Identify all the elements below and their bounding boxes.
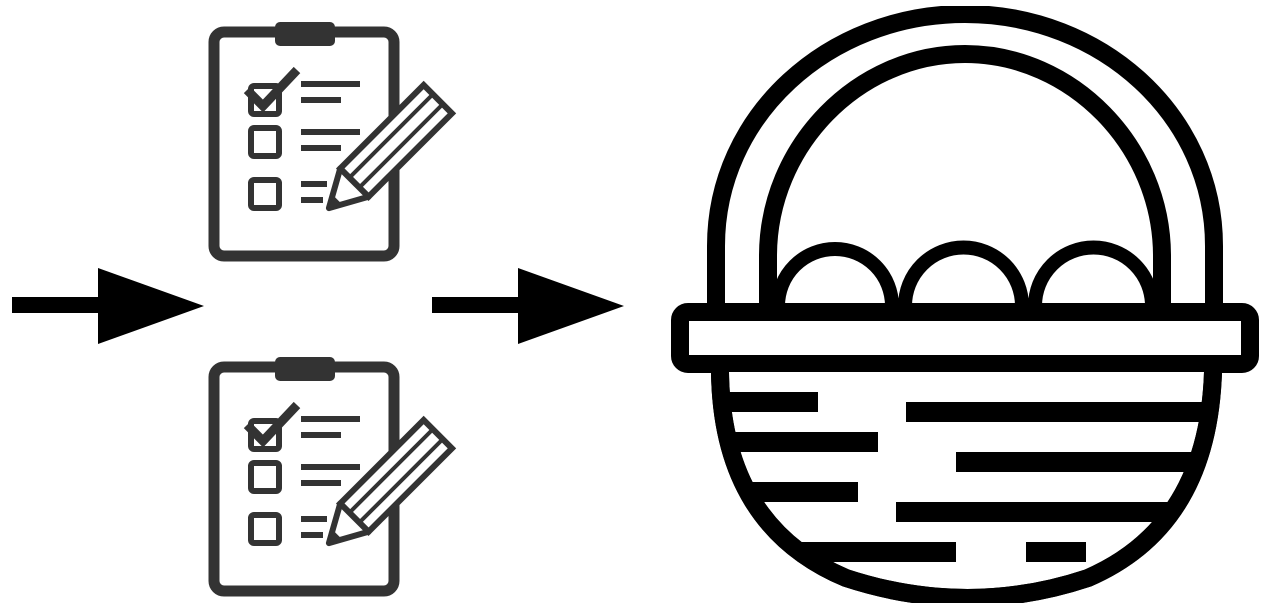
arrow-right-icon (430, 266, 626, 346)
clipboard-checklist-icon (205, 20, 465, 265)
clipboard-checklist-icon (205, 355, 465, 600)
arrow-right-icon (10, 266, 206, 346)
basket-with-eggs-icon (668, 6, 1263, 603)
